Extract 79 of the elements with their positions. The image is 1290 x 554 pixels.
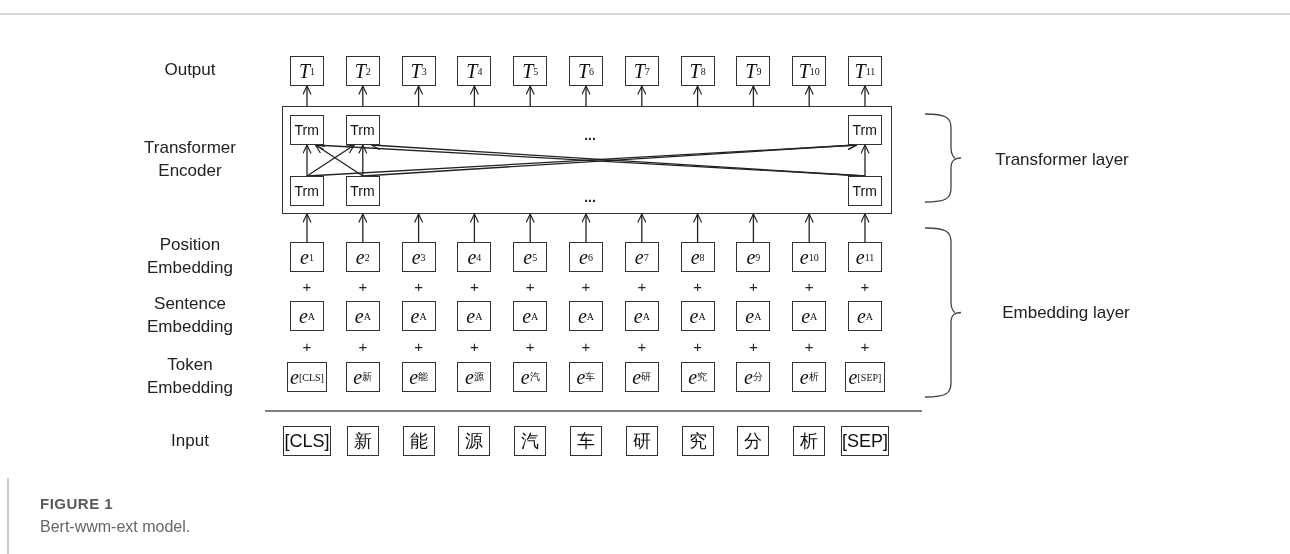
plus-sign: +: [525, 276, 535, 297]
arrow: [469, 213, 480, 243]
plus-sign: +: [470, 276, 479, 297]
plus-sign: +: [693, 276, 702, 297]
arrow: [860, 144, 870, 177]
input-token-box: [CLS]: [283, 426, 331, 456]
plus-sign: +: [860, 276, 870, 297]
arrow: [581, 213, 591, 243]
row-label: Input: [170, 429, 210, 452]
arrow: [302, 85, 312, 107]
arrow: [692, 213, 703, 243]
figure-title: FIGURE 1: [40, 495, 114, 512]
plus-sign: +: [749, 276, 758, 297]
plus-sign: +: [358, 336, 368, 357]
arrow: [358, 144, 368, 177]
arrow: [692, 85, 703, 107]
plus-sign: +: [804, 276, 814, 297]
layer-label: Embedding layer: [1002, 301, 1130, 324]
input-token-box: 汽: [514, 426, 547, 456]
layer-label: Transformer layer: [995, 148, 1129, 171]
plus-sign: +: [804, 336, 814, 357]
plus-sign: +: [860, 336, 870, 357]
plus-sign: +: [414, 276, 423, 297]
figure-caption: Bert-wwm-ext model.: [40, 518, 191, 536]
input-token-box: 新: [346, 426, 379, 456]
plus-sign: +: [749, 336, 758, 357]
trm-block: Trm: [345, 114, 380, 145]
row-label: Token Embedding: [146, 354, 234, 399]
arrow: [314, 144, 364, 177]
row-label: Sentence Embedding: [146, 293, 234, 338]
arrow: [581, 85, 591, 107]
plus-sign: +: [470, 336, 479, 357]
trm-block: Trm: [345, 175, 380, 206]
input-token-box: [SEP]: [841, 426, 889, 456]
plus-sign: +: [637, 336, 647, 357]
trm-block: Trm: [847, 175, 882, 206]
input-token-box: 析: [793, 426, 826, 456]
transformer-encoder-box: [282, 106, 892, 214]
arrow: [302, 144, 312, 177]
arrow: [306, 144, 355, 177]
arrow: [804, 85, 814, 107]
arrow: [525, 85, 535, 107]
arrow: [637, 85, 647, 107]
arrow: [860, 213, 870, 243]
input-token-box: 究: [681, 426, 714, 456]
arrow: [358, 213, 368, 243]
input-token-box: 能: [402, 426, 435, 456]
plus-sign: +: [637, 276, 647, 297]
input-token-box: 车: [570, 426, 602, 456]
arrow: [469, 85, 480, 107]
arrow: [748, 213, 759, 243]
plus-sign: +: [581, 276, 591, 297]
arrow: [525, 213, 535, 243]
arrow: [413, 85, 424, 107]
arrow: [860, 85, 870, 107]
trm-block: Trm: [289, 114, 324, 145]
plus-sign: +: [693, 336, 702, 357]
plus-sign: +: [302, 276, 312, 297]
arrow: [637, 213, 647, 243]
arrow: [748, 85, 759, 107]
input-token-box: 分: [737, 426, 770, 456]
row-label: Transformer Encoder: [143, 137, 237, 182]
plus-sign: +: [414, 336, 423, 357]
row-label: Position Embedding: [146, 234, 234, 279]
plus-sign: +: [302, 336, 312, 357]
plus-sign: +: [525, 336, 535, 357]
arrow: [358, 85, 368, 107]
ellipsis: ...: [584, 125, 596, 145]
row-label: Output: [163, 58, 217, 81]
arrow: [413, 213, 424, 243]
arrow: [804, 213, 814, 243]
input-token-box: 研: [625, 426, 658, 456]
input-token-box: 源: [458, 426, 491, 456]
plus-sign: +: [358, 276, 368, 297]
trm-block: Trm: [847, 114, 882, 145]
ellipsis: ...: [584, 187, 596, 207]
arrow: [302, 213, 312, 243]
trm-block: Trm: [289, 175, 324, 206]
plus-sign: +: [581, 336, 591, 357]
